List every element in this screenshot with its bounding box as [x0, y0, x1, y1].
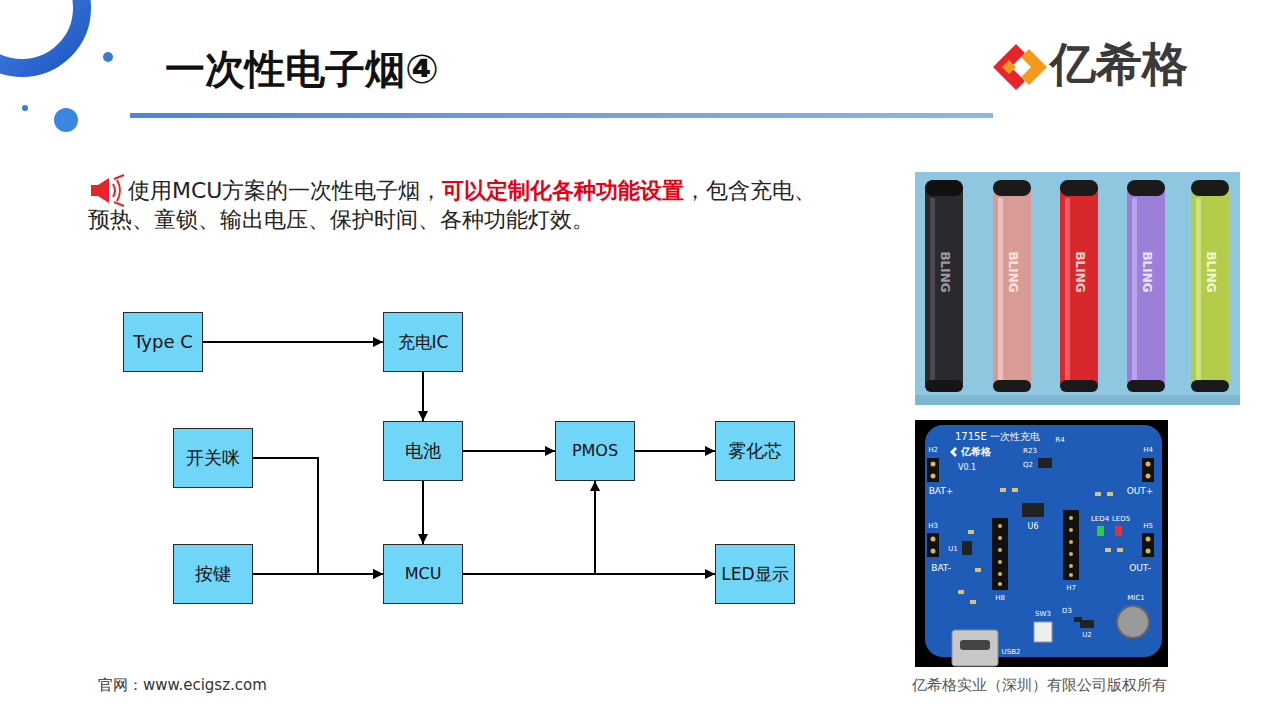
signal-name: BAT-: [931, 563, 951, 573]
product-photo: [915, 172, 1240, 405]
box-label: 按键: [195, 563, 231, 585]
speaker-icon: [91, 175, 124, 206]
footer-url: 官网：www.ecigsz.com: [98, 677, 267, 694]
box-label: 开关咪: [186, 447, 240, 469]
pcb-silkscreen: 1715E 一次性充电: [955, 431, 1040, 443]
process-box: 按键: [173, 544, 253, 604]
part-designator: Q2: [1023, 461, 1033, 469]
footer-copyright: 亿希格实业（深圳）有限公司版权所有: [912, 677, 1167, 694]
part-designator: LED4: [1091, 515, 1109, 523]
decor-dot: [22, 105, 28, 111]
signal-arrow: [253, 458, 383, 574]
process-box: Type C: [123, 312, 203, 372]
pcb-version: V0.1: [958, 463, 976, 472]
pin-header-name: H4: [1143, 446, 1153, 454]
process-box: LED显示: [715, 544, 795, 604]
highlight-text: 可以定制化各种功能设置: [442, 178, 684, 203]
part-designator: H7: [1066, 584, 1076, 592]
intro-paragraph: 使用MCU方案的一次性电子烟，可以定制化各种功能设置，包含充电、预热、童锁、输出…: [88, 176, 828, 234]
process-box: 电池: [383, 421, 463, 481]
pcb-logo: 亿希格: [961, 446, 991, 458]
signal-name: OUT+: [1127, 486, 1154, 496]
process-box: 雾化芯: [715, 421, 795, 481]
part-designator: SW3: [1035, 610, 1051, 618]
part-designator: MIC1: [1127, 594, 1144, 602]
decor-dot: [54, 108, 78, 132]
logo-text: 亿希格: [1050, 38, 1188, 91]
part-designator: U6: [1028, 522, 1039, 531]
signal-name: BAT+: [929, 486, 954, 496]
product-brand: BLING: [1072, 251, 1086, 292]
part-designator: U1: [948, 545, 958, 553]
part-designator: R23: [1023, 447, 1037, 455]
slide-title: 一次性电子烟④: [165, 46, 439, 92]
title-rule: [130, 113, 993, 118]
pcb-photo: [915, 420, 1168, 667]
process-box: PMOS: [555, 421, 635, 481]
logo-icon: [993, 44, 1047, 90]
decor-dot: [103, 52, 113, 62]
product-brand: BLING: [1139, 251, 1153, 292]
box-label: LED显示: [721, 564, 788, 584]
process-box: MCU: [383, 544, 463, 604]
intro-text: 使用MCU方案的一次性电子烟，: [128, 178, 442, 203]
signal-arrow: [422, 481, 424, 544]
pin-header-name: H2: [928, 446, 938, 454]
product-brand: BLING: [937, 251, 951, 292]
pin-header-name: H5: [1143, 522, 1153, 530]
part-designator: R4: [1055, 436, 1064, 444]
process-box: 充电IC: [383, 312, 463, 372]
signal-arrow: [463, 450, 555, 452]
box-label: 雾化芯: [728, 440, 782, 462]
decor-ring: [0, 0, 82, 68]
part-designator: U2: [1082, 631, 1092, 639]
box-label: MCU: [405, 564, 442, 583]
signal-arrow: [422, 372, 424, 421]
box-label: Type C: [133, 331, 193, 353]
part-designator: D3: [1062, 607, 1072, 615]
part-designator: USB2: [1002, 648, 1021, 656]
product-brand: BLING: [1203, 251, 1217, 292]
signal-arrow: [203, 341, 383, 343]
signal-name: OUT-: [1129, 563, 1151, 573]
signal-arrow: [635, 450, 715, 452]
process-box: 开关咪: [173, 428, 253, 488]
box-label: 电池: [405, 440, 441, 462]
signal-arrow: [253, 573, 383, 575]
part-designator: H8: [995, 594, 1005, 602]
pin-header-name: H3: [928, 522, 938, 530]
box-label: 充电IC: [398, 332, 449, 352]
box-label: PMOS: [572, 441, 618, 460]
product-brand: BLING: [1005, 251, 1019, 292]
part-designator: LED5: [1112, 515, 1130, 523]
signal-arrow: [463, 481, 595, 574]
